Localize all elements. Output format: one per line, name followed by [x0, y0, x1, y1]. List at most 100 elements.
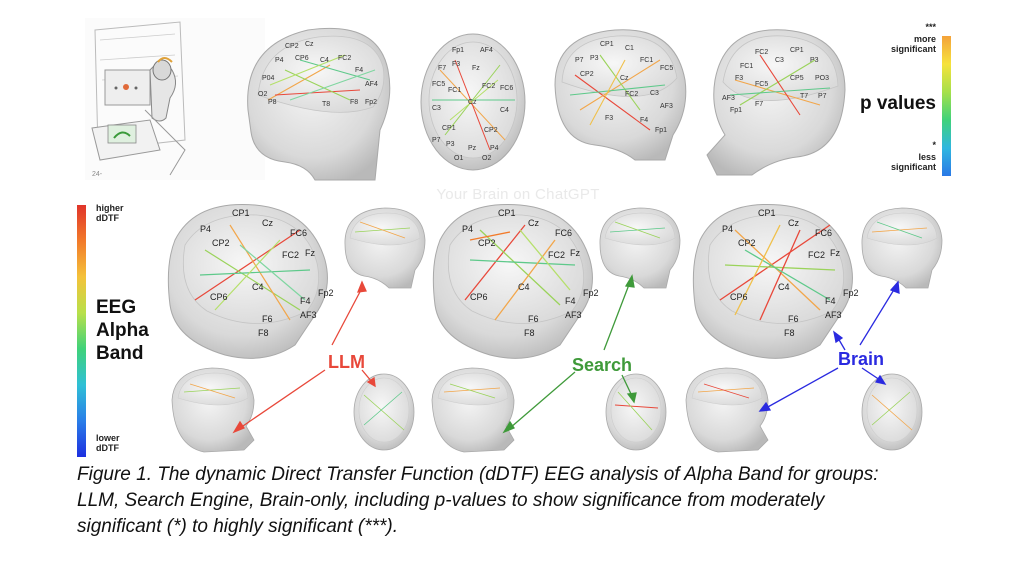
caption-line-1: Figure 1. The dynamic Direct Transfer Fu… [77, 464, 879, 485]
illustration-person-at-computer: 24- [85, 18, 265, 180]
head-search-small-bottom-side [431, 367, 515, 453]
svg-text:FC2: FC2 [338, 55, 351, 62]
svg-text:FC2: FC2 [482, 83, 495, 90]
svg-text:FC2: FC2 [625, 91, 638, 98]
pvalue-top-stars: *** [925, 22, 936, 32]
svg-text:FC2: FC2 [808, 250, 825, 260]
head-brain-small-side [861, 207, 943, 289]
svg-text:FC5: FC5 [432, 81, 445, 88]
svg-text:Cz: Cz [468, 99, 477, 106]
svg-text:F4: F4 [355, 67, 363, 74]
eeg-colorbar [77, 205, 86, 457]
svg-text:FC1: FC1 [448, 87, 461, 94]
svg-text:F8: F8 [524, 328, 535, 338]
svg-text:F3: F3 [605, 115, 613, 122]
group-label-brain: Brain [838, 349, 885, 369]
svg-text:Cz: Cz [620, 75, 629, 82]
eeg-title-3: Band [96, 343, 144, 364]
watermark: Your Brain on ChatGPT [436, 186, 600, 203]
llm-arrows [232, 280, 376, 434]
svg-text:FC5: FC5 [660, 65, 673, 72]
head-search-small-bottom-top [605, 373, 667, 451]
svg-text:Cz: Cz [528, 218, 539, 228]
pvalue-bottom-label-1: less [918, 152, 936, 162]
svg-text:AF4: AF4 [365, 81, 378, 88]
svg-text:C1: C1 [625, 45, 634, 52]
svg-text:Fp2: Fp2 [365, 99, 377, 106]
svg-text:C4: C4 [518, 282, 530, 292]
svg-text:CP6: CP6 [470, 292, 488, 302]
pvalue-top-label-2: significant [890, 44, 936, 54]
svg-text:CP6: CP6 [730, 292, 748, 302]
svg-text:Pz: Pz [468, 145, 477, 152]
pvalue-bottom-stars: * [932, 140, 936, 150]
svg-text:F7: F7 [755, 101, 763, 108]
svg-text:CP2: CP2 [738, 238, 756, 248]
svg-text:F4: F4 [640, 117, 648, 124]
svg-text:F8: F8 [784, 328, 795, 338]
head-llm-small-bottom-side [171, 367, 255, 453]
svg-text:Fz: Fz [305, 248, 315, 258]
svg-text:O2: O2 [482, 155, 491, 162]
svg-text:F3: F3 [452, 61, 460, 68]
svg-text:FC6: FC6 [815, 228, 832, 238]
svg-text:CP2: CP2 [484, 127, 498, 134]
svg-text:Fp1: Fp1 [452, 47, 464, 54]
eeg-bottom-label-1: lower [96, 433, 120, 443]
svg-text:P4: P4 [275, 57, 284, 64]
svg-text:Cz: Cz [262, 218, 273, 228]
svg-text:O1: O1 [454, 155, 463, 162]
svg-text:CP5: CP5 [790, 75, 804, 82]
eeg-top-label-2: dDTF [96, 213, 119, 223]
svg-text:FC1: FC1 [640, 57, 653, 64]
svg-text:CP6: CP6 [295, 55, 309, 62]
svg-text:CP2: CP2 [478, 238, 496, 248]
group-label-search: Search [572, 355, 633, 375]
svg-text:P3: P3 [810, 57, 819, 64]
svg-text:AF3: AF3 [660, 103, 673, 110]
svg-text:CP1: CP1 [600, 41, 614, 48]
svg-text:F6: F6 [528, 314, 539, 324]
svg-text:CP1: CP1 [758, 208, 776, 218]
svg-text:Cz: Cz [788, 218, 799, 228]
svg-text:F4: F4 [825, 296, 836, 306]
pvalue-bottom-label-2: significant [890, 162, 936, 172]
eeg-title-2: Alpha [96, 320, 149, 341]
svg-text:C4: C4 [320, 57, 329, 64]
svg-text:P04: P04 [262, 75, 275, 82]
svg-text:FC2: FC2 [282, 250, 299, 260]
svg-text:C4: C4 [778, 282, 790, 292]
svg-text:Fp2: Fp2 [583, 288, 599, 298]
svg-text:PO3: PO3 [815, 75, 829, 82]
head-brain-small-bottom-side [685, 367, 769, 453]
svg-text:P3: P3 [446, 141, 455, 148]
caption-line-3: significant (*) to highly significant (*… [77, 516, 399, 537]
svg-text:FC2: FC2 [755, 49, 768, 56]
svg-text:AF4: AF4 [480, 47, 493, 54]
svg-text:FC2: FC2 [548, 250, 565, 260]
svg-text:T8: T8 [322, 101, 330, 108]
svg-text:C4: C4 [252, 282, 264, 292]
svg-text:Fz: Fz [570, 248, 580, 258]
svg-text:FC1: FC1 [740, 63, 753, 70]
svg-text:T7: T7 [800, 93, 808, 100]
svg-text:FC6: FC6 [290, 228, 307, 238]
svg-text:O2: O2 [258, 91, 267, 98]
svg-text:P7: P7 [432, 137, 441, 144]
head-llm-small-side [344, 207, 426, 289]
svg-text:CP2: CP2 [212, 238, 230, 248]
svg-text:C4: C4 [500, 107, 509, 114]
svg-text:AF3: AF3 [565, 310, 582, 320]
svg-text:F6: F6 [788, 314, 799, 324]
svg-text:Fp1: Fp1 [730, 107, 742, 114]
svg-text:C3: C3 [775, 57, 784, 64]
svg-text:CP1: CP1 [442, 125, 456, 132]
pvalue-top-label-1: more [913, 34, 936, 44]
svg-text:P7: P7 [818, 93, 827, 100]
svg-text:P4: P4 [200, 224, 211, 234]
search-arrows [502, 274, 637, 434]
